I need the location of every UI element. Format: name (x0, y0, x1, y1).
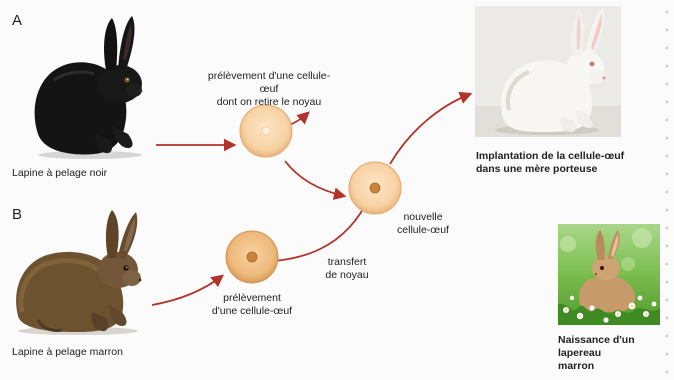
caption-birth-line1: Naissance d'un lapereau (558, 334, 674, 360)
egg-cell-black (240, 105, 292, 157)
caption-take-cell: prélèvement d'une cellule-œuf (204, 292, 300, 318)
caption-new-cell: nouvelle cellule-œuf (388, 211, 458, 237)
caption-brown-rabbit: Lapine à pelage marron (12, 346, 123, 359)
arrow-newcell-to-implant (390, 94, 470, 164)
caption-remove-nucleus-line2: dont on retire le noyau (204, 96, 334, 109)
arrow-cell1-to-newcell (285, 161, 344, 196)
caption-birth: Naissance d'un lapereau marron (558, 334, 674, 373)
caption-take-cell-line2: d'une cellule-œuf (204, 305, 300, 318)
caption-implantation-line1: Implantation de la cellule-œuf (476, 150, 624, 163)
caption-new-cell-line2: cellule-œuf (388, 224, 458, 237)
caption-take-cell-line1: prélèvement (204, 292, 300, 305)
caption-remove-nucleus-line1: prélèvement d'une cellule-œuf (204, 70, 334, 96)
egg-cell-brown (226, 231, 278, 283)
new-egg-cell (349, 162, 401, 214)
caption-transfer-line1: transfert (312, 256, 382, 269)
caption-transfer-line2: de noyau (312, 269, 382, 282)
caption-remove-nucleus: prélèvement d'une cellule-œuf dont on re… (204, 70, 334, 109)
caption-black-rabbit: Lapine à pelage noir (12, 167, 107, 180)
caption-birth-line2: marron (558, 360, 674, 373)
caption-implantation: Implantation de la cellule-œuf dans une … (476, 150, 624, 176)
caption-transfer: transfert de noyau (312, 256, 382, 282)
caption-new-cell-line1: nouvelle (388, 211, 458, 224)
caption-implantation-line2: dans une mère porteuse (476, 163, 624, 176)
